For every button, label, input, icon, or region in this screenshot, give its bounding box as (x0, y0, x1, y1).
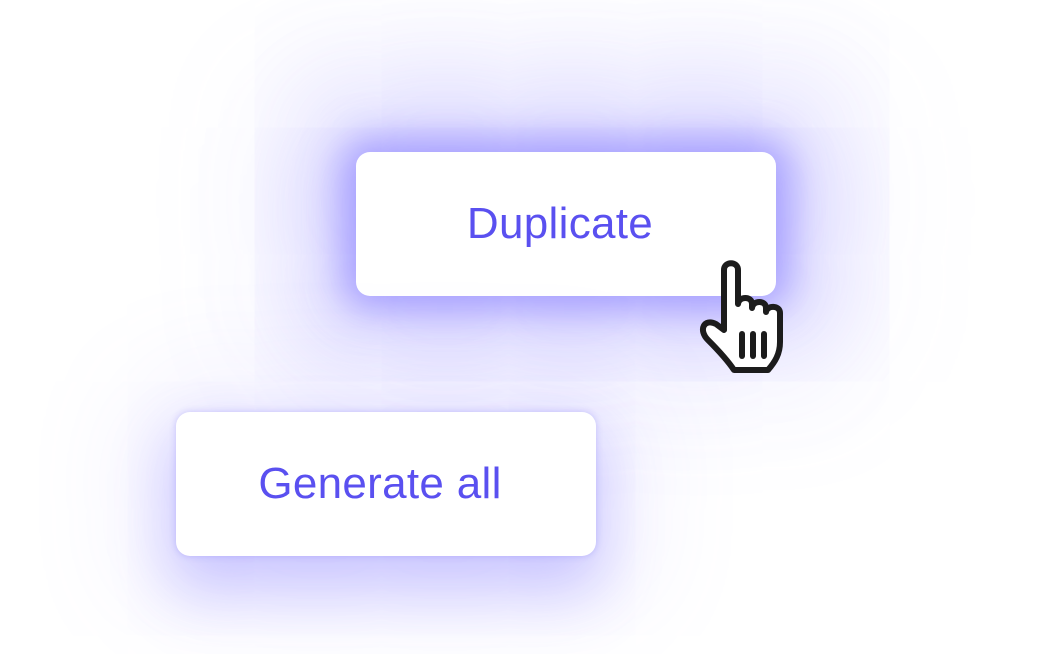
duplicate-button[interactable]: Duplicate (356, 152, 776, 296)
hand-pointer-icon (690, 250, 820, 384)
duplicate-button-label: Duplicate (466, 199, 654, 248)
generate-all-button-label: Generate all (258, 459, 502, 508)
generate-all-button[interactable]: Generate all (176, 412, 596, 556)
